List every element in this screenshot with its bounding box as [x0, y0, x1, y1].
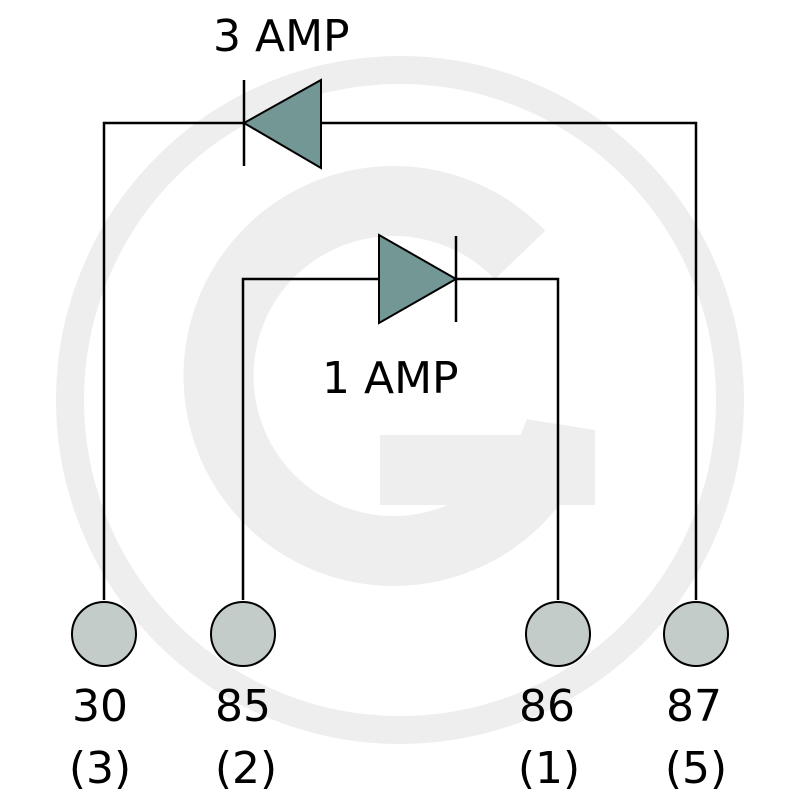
terminal-85-pad: [210, 601, 276, 667]
terminal-85: 85 (2): [210, 601, 277, 794]
diode-3amp-triangle: [241, 78, 322, 170]
terminal-86: 86 (1): [518, 601, 591, 794]
terminal-87-pad: [663, 601, 729, 667]
diode-3amp: [241, 78, 322, 170]
terminal-30: 30 (3): [69, 601, 137, 794]
diode-3amp-label: 3 AMP: [213, 11, 350, 62]
terminal-86-pad: [525, 601, 591, 667]
terminal-30-pad: [71, 601, 137, 667]
terminal-30-pin-label: 30: [72, 681, 128, 732]
terminal-87-pin-label: 87: [666, 681, 722, 732]
terminal-86-pin-label: 86: [519, 681, 575, 732]
terminal-85-number-label: (2): [215, 743, 277, 794]
diode-1amp-triangle: [378, 233, 459, 325]
diode-1amp: [378, 233, 459, 325]
terminal-87-number-label: (5): [665, 743, 727, 794]
diode-1amp-label: 1 AMP: [322, 353, 459, 404]
g-logo-watermark-icon: [56, 56, 744, 744]
terminal-30-number-label: (3): [69, 743, 131, 794]
terminal-85-pin-label: 85: [215, 681, 271, 732]
terminal-86-number-label: (1): [518, 743, 580, 794]
terminal-87: 87 (5): [663, 601, 729, 794]
wire-30-to-87: [102, 121, 698, 600]
